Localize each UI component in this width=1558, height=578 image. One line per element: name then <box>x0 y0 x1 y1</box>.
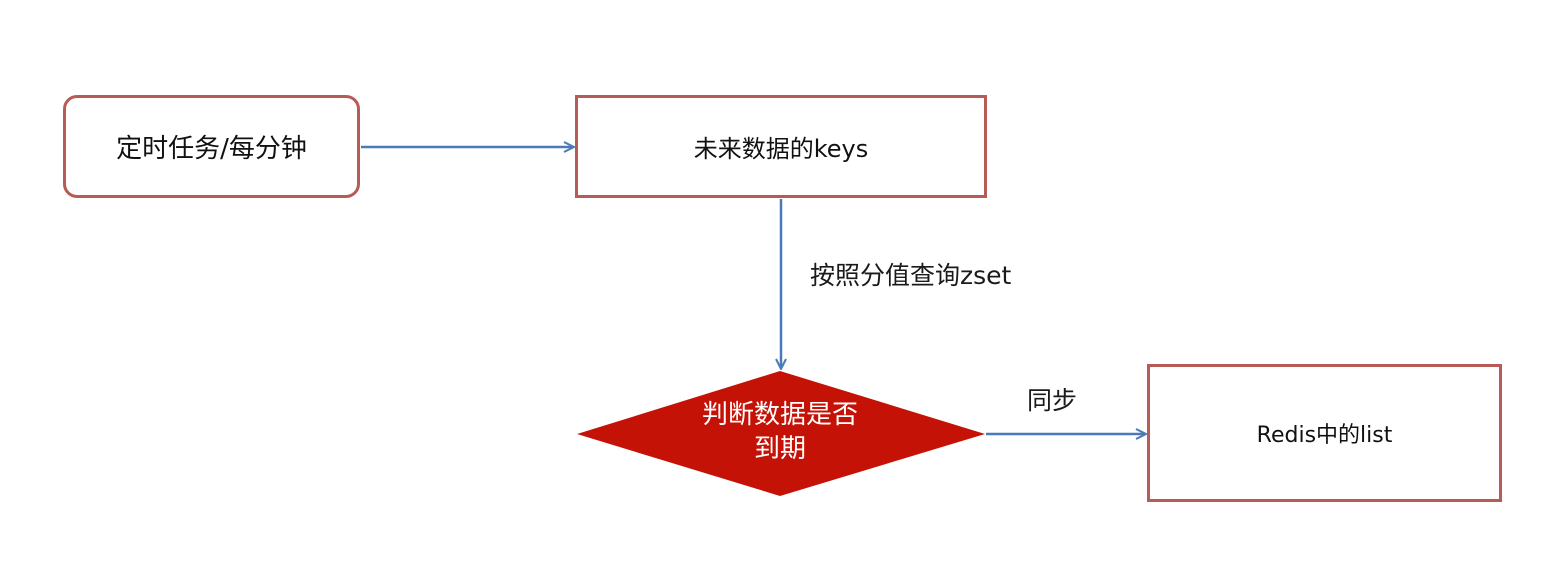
redis-list-label: Redis中的list <box>1256 423 1393 448</box>
redis-list-node: Redis中的list <box>1147 364 1502 502</box>
timer-task-node: 定时任务/每分钟 <box>63 95 360 198</box>
decision-label: 判断数据是否 到期 <box>660 398 900 466</box>
future-keys-label: 未来数据的keys <box>693 135 869 163</box>
timer-task-label: 定时任务/每分钟 <box>116 134 307 164</box>
future-keys-node: 未来数据的keys <box>575 95 987 198</box>
sync-label: 同步 <box>1027 386 1078 415</box>
query-zset-label: 按照分值查询zset <box>810 261 1012 290</box>
decision-label-line2: 到期 <box>753 434 806 464</box>
decision-label-line1: 判断数据是否 <box>701 400 858 430</box>
decision-diamond <box>577 371 985 496</box>
